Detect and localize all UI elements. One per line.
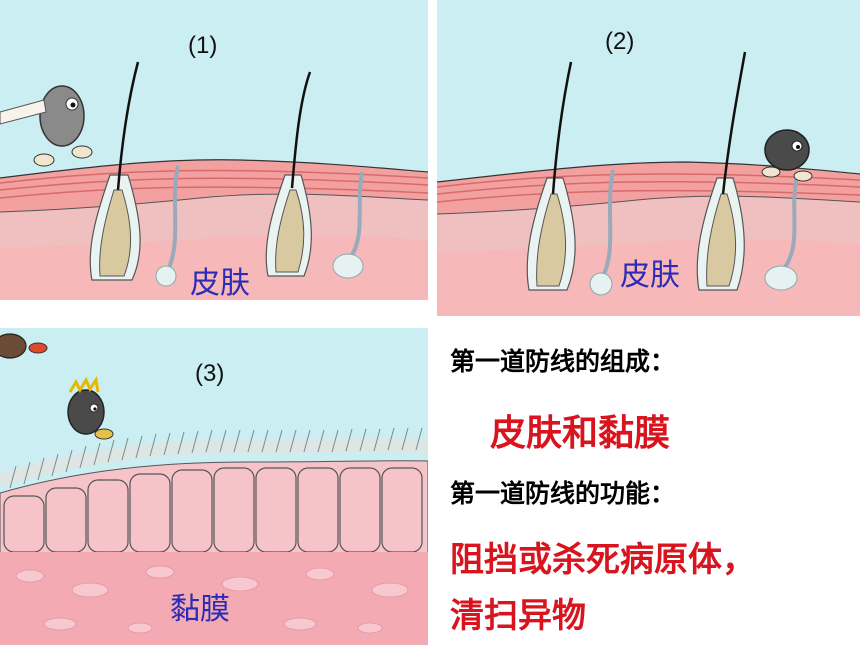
panel-skin-1: (1) 皮肤 <box>0 0 428 300</box>
tissue-label-skin: 皮肤 <box>620 258 680 293</box>
tissue-label-mucosa: 黏膜 <box>170 592 230 627</box>
skin-cross-section-2 <box>437 0 860 316</box>
function-answer-line-2: 清扫异物 <box>450 596 586 636</box>
function-heading: 第一道防线的功能： <box>450 479 676 508</box>
mucosa-cross-section <box>0 328 428 645</box>
panel-number: (2) <box>605 28 635 55</box>
skin-cross-section-1 <box>0 0 428 300</box>
panel-skin-2: (2) 皮肤 <box>437 0 860 316</box>
panel-number: (1) <box>188 32 218 59</box>
tissue-label-skin: 皮肤 <box>190 266 250 300</box>
composition-answer: 皮肤和黏膜 <box>490 412 671 454</box>
panel-mucosa: (3) 黏膜 <box>0 328 428 645</box>
function-answer-line-1: 阻挡或杀死病原体， <box>450 540 756 580</box>
composition-heading: 第一道防线的组成： <box>450 347 676 376</box>
panel-number: (3) <box>195 360 225 387</box>
